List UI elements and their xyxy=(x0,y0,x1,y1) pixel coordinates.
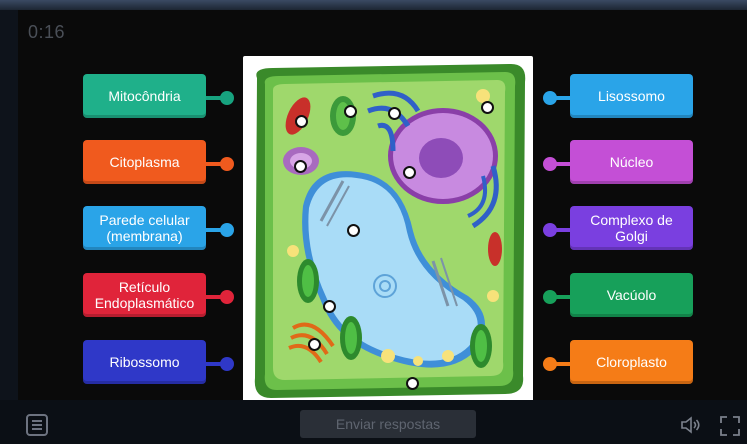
timer: 0:16 xyxy=(28,22,65,43)
drag-handle-reticulo[interactable] xyxy=(220,290,234,304)
label-text: Complexo de Golgi xyxy=(576,212,687,244)
hotspot-6[interactable] xyxy=(403,166,416,179)
hotspot-10[interactable] xyxy=(406,377,419,390)
plant-cell-image xyxy=(243,56,533,402)
label-ribossomo[interactable]: Ribossomo xyxy=(83,340,206,384)
hotspot-4[interactable] xyxy=(481,101,494,114)
label-text: Citoplasma xyxy=(109,154,179,170)
label-citoplasma[interactable]: Citoplasma xyxy=(83,140,206,184)
drag-handle-cloroplasto[interactable] xyxy=(543,357,557,371)
label-text: Vacúolo xyxy=(607,287,657,303)
menu-icon[interactable] xyxy=(26,414,48,436)
drag-handle-parede-celular[interactable] xyxy=(220,223,234,237)
drag-handle-vacuolo[interactable] xyxy=(543,290,557,304)
drag-handle-ribossomo[interactable] xyxy=(220,357,234,371)
label-mitocondria[interactable]: Mitocôndria xyxy=(83,74,206,118)
drag-handle-citoplasma[interactable] xyxy=(220,157,234,171)
fullscreen-icon[interactable] xyxy=(719,415,741,437)
label-parede-celular[interactable]: Parede celular (membrana) xyxy=(83,206,206,250)
label-text: Cloroplasto xyxy=(596,354,667,370)
label-nucleo[interactable]: Núcleo xyxy=(570,140,693,184)
hotspot-3[interactable] xyxy=(388,107,401,120)
label-vacuolo[interactable]: Vacúolo xyxy=(570,273,693,317)
label-reticulo-endoplasmatico[interactable]: Retículo Endoplasmático xyxy=(83,273,206,317)
hotspot-7[interactable] xyxy=(347,224,360,237)
drag-handle-nucleo[interactable] xyxy=(543,157,557,171)
hotspot-8[interactable] xyxy=(323,300,336,313)
label-text: Parede celular (membrana) xyxy=(89,212,200,244)
label-text: Núcleo xyxy=(610,154,654,170)
label-text: Retículo Endoplasmático xyxy=(89,279,200,311)
speaker-icon[interactable] xyxy=(680,416,702,434)
label-text: Ribossomo xyxy=(109,354,179,370)
drag-handle-mitocondria[interactable] xyxy=(220,91,234,105)
hotspot-2[interactable] xyxy=(344,105,357,118)
label-text: Mitocôndria xyxy=(108,88,180,104)
label-cloroplasto[interactable]: Cloroplasto xyxy=(570,340,693,384)
label-complexo-de-golgi[interactable]: Complexo de Golgi xyxy=(570,206,693,250)
submit-answers-button[interactable]: Enviar respostas xyxy=(300,410,476,438)
label-lisossomo[interactable]: Lisossomo xyxy=(570,74,693,118)
hotspot-9[interactable] xyxy=(308,338,321,351)
hotspot-5[interactable] xyxy=(294,160,307,173)
label-text: Lisossomo xyxy=(598,88,665,104)
drag-handle-lisossomo[interactable] xyxy=(543,91,557,105)
hotspot-1[interactable] xyxy=(295,115,308,128)
drag-handle-golgi[interactable] xyxy=(543,223,557,237)
top-bar xyxy=(0,0,747,10)
